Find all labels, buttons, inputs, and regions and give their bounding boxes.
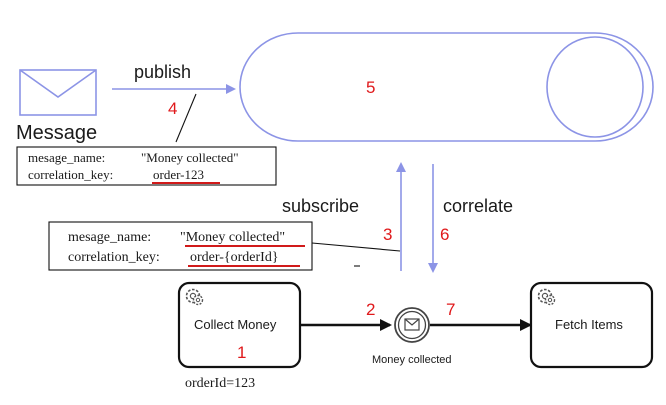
money-collected-label: Money collected xyxy=(372,354,452,366)
subscription-note-key-value: order-{orderId} xyxy=(190,250,279,265)
published-note-key-key: correlation_key: xyxy=(28,167,113,182)
published-note-name-key: mesage_name: xyxy=(28,150,105,165)
published-note-name-value: "Money collected" xyxy=(141,150,239,165)
money-collected-envelope-icon xyxy=(404,318,420,331)
flow-from-event-step-number: 7 xyxy=(446,300,455,319)
collect-money-gear-icon xyxy=(185,288,204,306)
subscription-note-connector xyxy=(311,242,401,252)
collect-money-label: Collect Money xyxy=(194,317,277,332)
collect-money-step-number: 1 xyxy=(237,343,246,362)
fetch-items-label: Fetch Items xyxy=(555,317,623,332)
subscribe-label: subscribe xyxy=(282,196,359,216)
correlate-label: correlate xyxy=(443,196,513,216)
subscription-note-name-key: mesage_name: xyxy=(68,230,151,245)
message-broker-cylinder xyxy=(239,32,654,142)
flow-to-event-step-number: 2 xyxy=(366,300,375,319)
collect-money-task[interactable] xyxy=(177,281,302,369)
publish-step-number: 4 xyxy=(168,99,177,118)
published-note-key-value: order-123 xyxy=(153,167,204,182)
publish-note-connector xyxy=(175,93,197,143)
subscription-note-key-key: correlation_key: xyxy=(68,250,160,265)
subscription-note-name-value: "Money collected" xyxy=(180,230,285,245)
subscribe-step-number: 3 xyxy=(383,225,392,244)
fetch-items-gear-icon xyxy=(537,288,556,306)
published-message-note xyxy=(16,146,277,186)
message-envelope-icon xyxy=(19,69,97,116)
correlate-step-number: 6 xyxy=(440,225,449,244)
order-id-text: orderId=123 xyxy=(185,376,255,391)
message-label: Message xyxy=(16,122,97,144)
fetch-items-task[interactable] xyxy=(529,281,654,369)
broker-step-number: 5 xyxy=(366,78,375,97)
publish-label: publish xyxy=(134,62,191,82)
